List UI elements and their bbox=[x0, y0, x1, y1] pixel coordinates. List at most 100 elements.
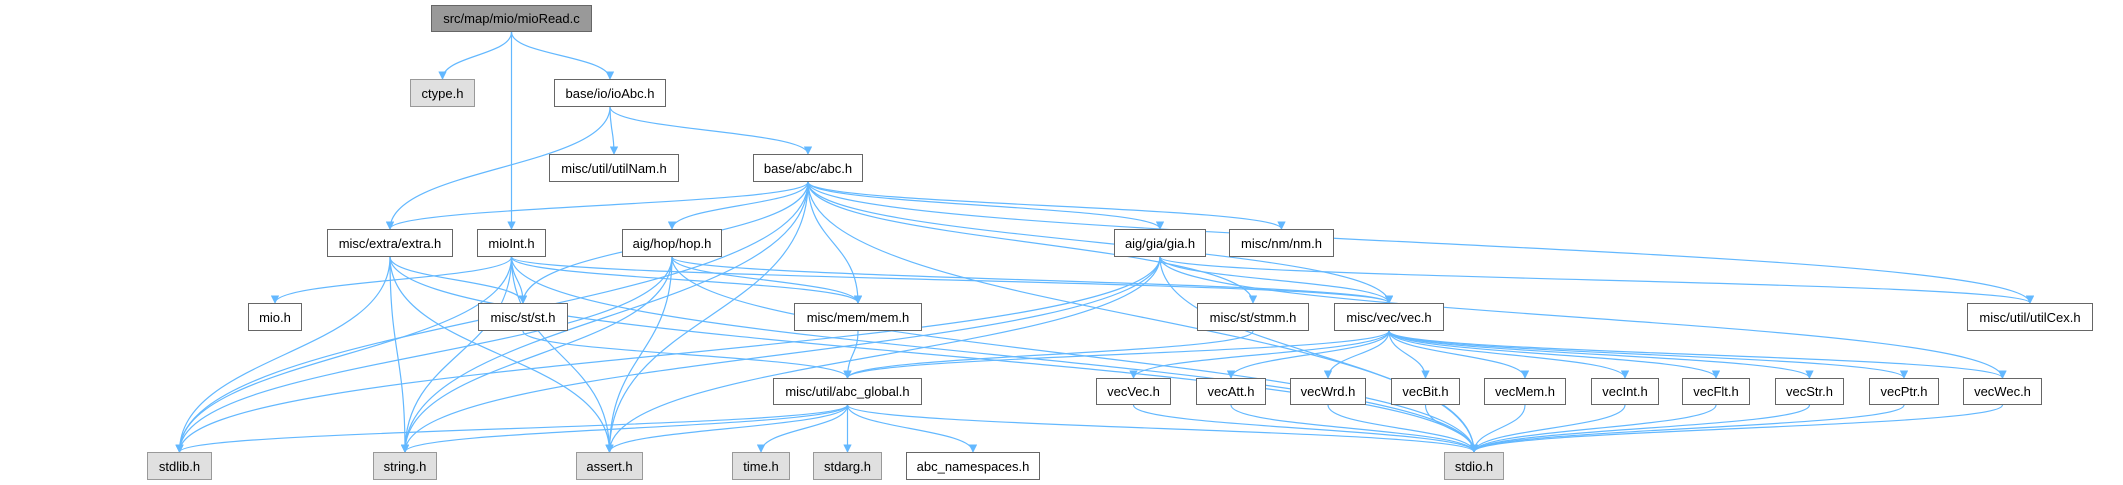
edge-gia-to-stdlib bbox=[175, 256, 1161, 453]
edge-vecWrd-to-stdio bbox=[1327, 404, 1479, 453]
node-vecPtr[interactable]: vecPtr.h bbox=[1869, 378, 1939, 405]
node-nm[interactable]: misc/nm/nm.h bbox=[1229, 229, 1334, 257]
node-vecInt[interactable]: vecInt.h bbox=[1591, 378, 1659, 405]
node-mioInt[interactable]: mioInt.h bbox=[477, 229, 546, 257]
node-ioAbc[interactable]: base/io/ioAbc.h bbox=[554, 79, 666, 107]
edge-vec-to-vecPtr bbox=[1388, 330, 1909, 379]
edge-abc_global-to-stdlib bbox=[175, 404, 849, 453]
edge-vec-to-vecMem bbox=[1388, 330, 1530, 379]
edge-root-to-ctype bbox=[438, 31, 513, 80]
edge-hop-to-stdio bbox=[671, 256, 1479, 453]
edge-root-to-ioAbc bbox=[510, 31, 615, 80]
node-st[interactable]: misc/st/st.h bbox=[478, 303, 568, 331]
edge-vecFlt-to-stdio bbox=[1469, 404, 1717, 453]
edge-mioInt-to-mem bbox=[510, 256, 863, 304]
node-time[interactable]: time.h bbox=[732, 452, 790, 480]
edge-gia-to-vecWec bbox=[1159, 256, 2007, 379]
edge-gia-to-string bbox=[400, 256, 1161, 453]
edge-stmm-to-abc_global bbox=[843, 330, 1254, 379]
edge-abc-to-utilCex bbox=[807, 181, 2035, 304]
node-vecBit[interactable]: vecBit.h bbox=[1391, 378, 1460, 405]
edge-hop-to-string bbox=[400, 256, 673, 453]
edge-mem-to-abc_global bbox=[843, 330, 859, 379]
node-gia[interactable]: aig/gia/gia.h bbox=[1114, 229, 1206, 257]
edge-abc_global-to-time bbox=[756, 404, 849, 453]
edge-vecVec-to-stdio bbox=[1132, 404, 1479, 453]
edge-ioAbc-to-abc bbox=[609, 106, 813, 155]
edge-vec-to-vecAtt bbox=[1226, 330, 1390, 379]
edge-hop-to-vec bbox=[671, 256, 1393, 304]
node-vec[interactable]: misc/vec/vec.h bbox=[1334, 303, 1444, 331]
edge-vecWec-to-stdio bbox=[1469, 404, 2004, 453]
edge-vecAtt-to-stdio bbox=[1230, 404, 1479, 453]
edge-vec-to-vecInt bbox=[1388, 330, 1630, 379]
edge-vec-to-vecBit bbox=[1388, 330, 1430, 379]
node-ctype[interactable]: ctype.h bbox=[410, 79, 475, 107]
edge-vec-to-vecVec bbox=[1129, 330, 1390, 379]
edge-vecInt-to-stdio bbox=[1469, 404, 1626, 453]
node-utilCex[interactable]: misc/util/utilCex.h bbox=[1967, 303, 2093, 331]
edge-abc-to-nm bbox=[807, 181, 1286, 230]
node-stmm[interactable]: misc/st/stmm.h bbox=[1197, 303, 1309, 331]
node-vecFlt[interactable]: vecFlt.h bbox=[1682, 378, 1750, 405]
node-abc[interactable]: base/abc/abc.h bbox=[753, 154, 863, 182]
edge-st-to-abc_global bbox=[522, 330, 852, 379]
node-vecWrd[interactable]: vecWrd.h bbox=[1290, 378, 1366, 405]
edge-extra-to-string bbox=[389, 256, 410, 453]
node-utilNam[interactable]: misc/util/utilNam.h bbox=[549, 154, 679, 182]
edge-mioInt-to-vec bbox=[510, 256, 1393, 304]
edge-abc-to-stmm bbox=[807, 181, 1258, 304]
edge-mioInt-to-string bbox=[400, 256, 513, 453]
node-root: src/map/mio/mioRead.c bbox=[431, 5, 592, 32]
node-mem[interactable]: misc/mem/mem.h bbox=[794, 303, 922, 331]
node-hop[interactable]: aig/hop/hop.h bbox=[622, 229, 722, 257]
edge-abc-to-assert bbox=[605, 181, 809, 453]
edge-vecPtr-to-stdio bbox=[1469, 404, 1905, 453]
edge-mioInt-to-assert bbox=[510, 256, 614, 453]
edge-ioAbc-to-extra bbox=[385, 106, 611, 230]
edge-abc-to-hop bbox=[667, 181, 809, 230]
edge-vec-to-vecWrd bbox=[1323, 330, 1390, 379]
edge-vec-to-vecFlt bbox=[1388, 330, 1721, 379]
edge-abc-to-gia bbox=[807, 181, 1165, 230]
node-vecAtt[interactable]: vecAtt.h bbox=[1196, 378, 1266, 405]
edge-gia-to-assert bbox=[605, 256, 1161, 453]
node-stdlib[interactable]: stdlib.h bbox=[147, 452, 212, 480]
node-string[interactable]: string.h bbox=[373, 452, 437, 480]
edge-abc_global-to-assert bbox=[605, 404, 849, 453]
edge-extra-to-stdio bbox=[389, 256, 1479, 453]
edge-gia-to-utilCex bbox=[1159, 256, 2034, 304]
edge-extra-to-stdlib bbox=[175, 256, 391, 453]
edge-hop-to-mem bbox=[671, 256, 863, 304]
edge-abc-to-string bbox=[400, 181, 809, 453]
edge-ioAbc-to-utilNam bbox=[609, 106, 619, 155]
edge-mioInt-to-stdio bbox=[510, 256, 1479, 453]
node-abc-global[interactable]: misc/util/abc_global.h bbox=[773, 378, 922, 405]
node-stdarg[interactable]: stdarg.h bbox=[813, 452, 882, 480]
edge-hop-to-stdlib bbox=[175, 256, 673, 453]
edge-extra-to-assert bbox=[389, 256, 614, 453]
node-vecVec[interactable]: vecVec.h bbox=[1096, 378, 1171, 405]
edge-vec-to-abc_global bbox=[843, 330, 1390, 379]
node-stdio[interactable]: stdio.h bbox=[1444, 452, 1504, 480]
edge-vec-to-vecWec bbox=[1388, 330, 2007, 379]
node-abc-namespaces[interactable]: abc_namespaces.h bbox=[906, 452, 1040, 480]
edge-abc_global-to-abc_namespaces bbox=[846, 404, 978, 453]
node-vecWec[interactable]: vecWec.h bbox=[1963, 378, 2042, 405]
edge-vecStr-to-stdio bbox=[1469, 404, 1811, 453]
node-vecStr[interactable]: vecStr.h bbox=[1775, 378, 1844, 405]
edge-gia-to-stdio bbox=[1159, 256, 1479, 453]
edge-abc-to-extra bbox=[385, 181, 809, 230]
node-extra[interactable]: misc/extra/extra.h bbox=[327, 229, 453, 257]
edge-abc_global-to-stdio bbox=[846, 404, 1478, 453]
edge-abc-to-mem bbox=[807, 181, 863, 304]
edge-mioInt-to-stdlib bbox=[175, 256, 513, 453]
edge-abc_global-to-string bbox=[400, 404, 849, 453]
node-mio[interactable]: mio.h bbox=[248, 303, 302, 331]
node-vecMem[interactable]: vecMem.h bbox=[1484, 378, 1566, 405]
node-assert[interactable]: assert.h bbox=[576, 452, 643, 480]
edge-hop-to-assert bbox=[605, 256, 673, 453]
edge-vec-to-vecStr bbox=[1388, 330, 1814, 379]
edge-abc-to-vec bbox=[807, 181, 1394, 304]
